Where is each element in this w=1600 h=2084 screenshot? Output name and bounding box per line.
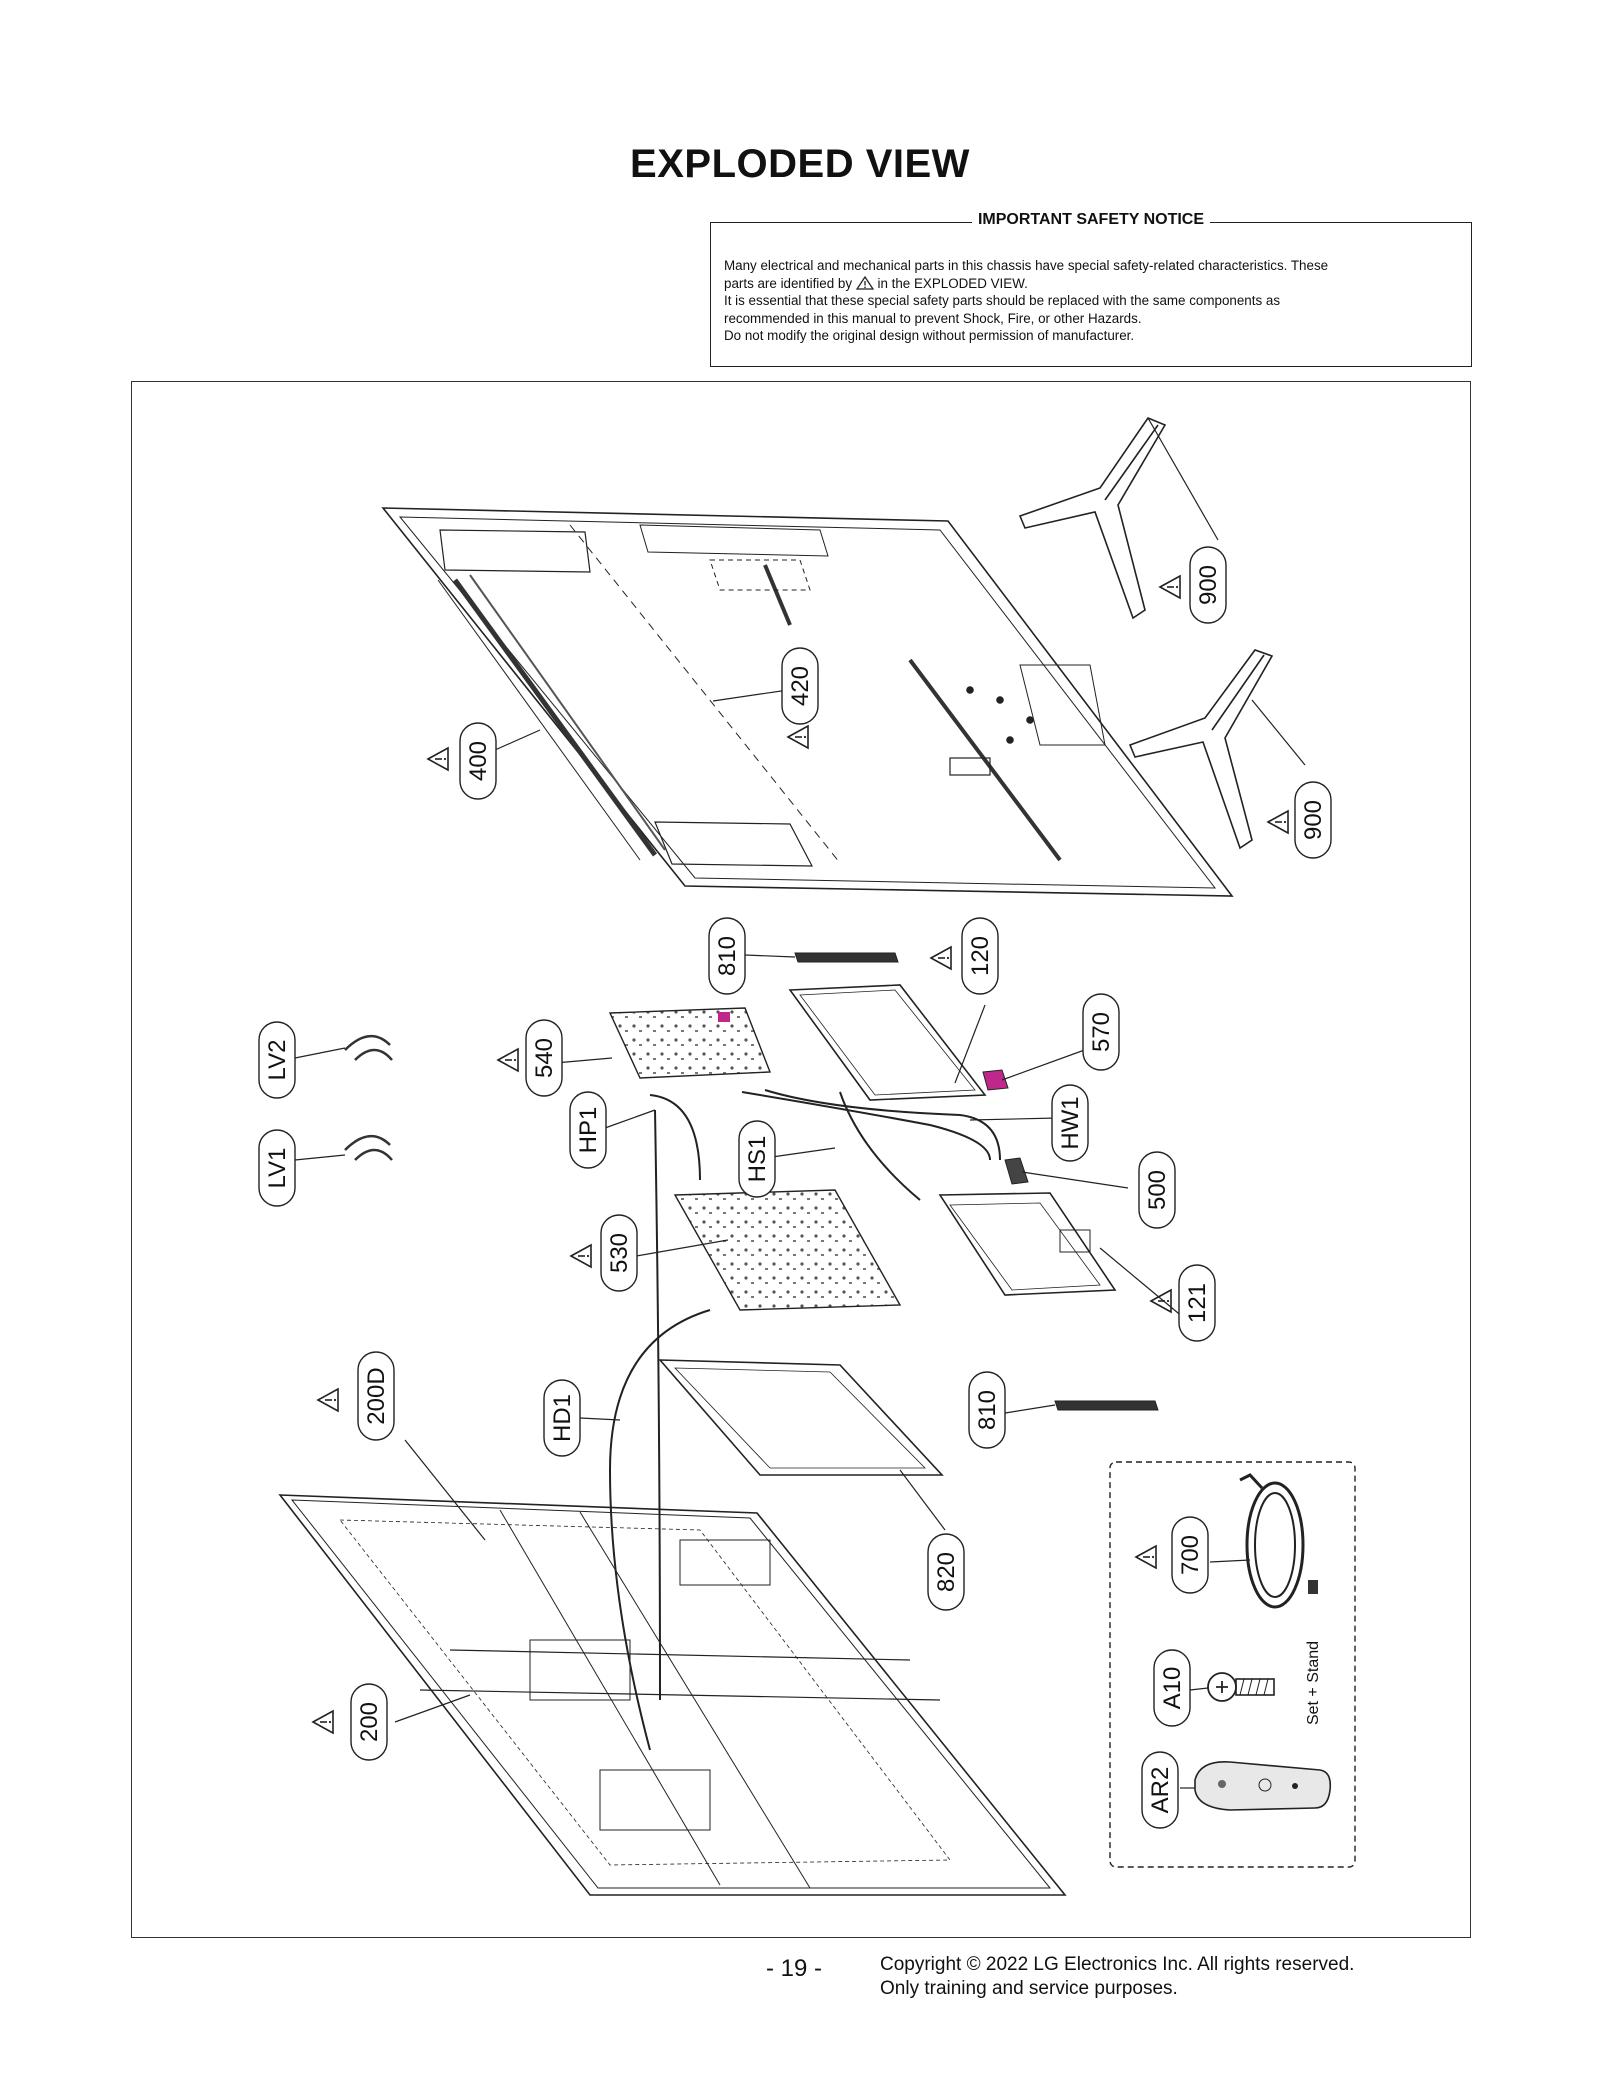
notice-heading: IMPORTANT SAFETY NOTICE: [971, 211, 1211, 228]
label-120: 120: [961, 917, 999, 995]
safety-markers: [312, 575, 1289, 1734]
harness-cables: [649, 1089, 1001, 1201]
remote-ar2: [1194, 1761, 1332, 1811]
svg-text:530: 530: [606, 1233, 633, 1273]
label-540: 540: [525, 1019, 563, 1097]
svg-text:AR2: AR2: [1147, 1767, 1174, 1814]
notice-line-2: parts are identified by in the EXPLODED …: [724, 275, 1458, 293]
svg-text:121: 121: [1184, 1283, 1211, 1323]
svg-text:810: 810: [714, 936, 741, 976]
warning-triangle-icon: [855, 275, 874, 290]
notice-body: Many electrical and mechanical parts in …: [724, 257, 1458, 345]
svg-text:900: 900: [1300, 800, 1327, 840]
screw-a10: [1207, 1672, 1275, 1702]
frame-121: [938, 1192, 1117, 1296]
svg-text:900: 900: [1195, 565, 1222, 605]
label-121: 121: [1178, 1264, 1216, 1342]
notice-line-2b: in the EXPLODED VIEW.: [877, 275, 1028, 291]
display-panel: [278, 1494, 1067, 1896]
svg-text:HP1: HP1: [575, 1107, 602, 1154]
label-hs1: HS1: [738, 1120, 776, 1198]
label-hd1: HD1: [543, 1379, 581, 1457]
svg-text:400: 400: [465, 741, 492, 781]
label-hp1: HP1: [569, 1091, 607, 1169]
notice-line-4: recommended in this manual to prevent Sh…: [724, 310, 1142, 326]
page-number: - 19 -: [766, 1955, 823, 1982]
label-900-upper: 900: [1189, 546, 1227, 624]
notice-line-5: Do not modify the original design withou…: [724, 328, 1135, 343]
svg-text:LV2: LV2: [264, 1040, 291, 1081]
label-500: 500: [1138, 1151, 1176, 1229]
label-hw1: HW1: [1051, 1084, 1089, 1162]
label-820: 820: [927, 1533, 965, 1611]
page-title: EXPLODED VIEW: [630, 142, 970, 186]
svg-text:570: 570: [1088, 1012, 1115, 1052]
svg-text:810: 810: [974, 1390, 1001, 1430]
stand-lower: [1128, 649, 1274, 850]
copyright-line-2: Only training and service purposes.: [880, 1978, 1178, 1999]
svg-text:820: 820: [933, 1552, 960, 1592]
label-lv1: LV1: [258, 1129, 296, 1207]
cable-lv2: [344, 1035, 393, 1061]
part-labels: 900 900 420 400 810 120 570 LV2: [258, 546, 1332, 1829]
svg-text:540: 540: [531, 1038, 558, 1078]
svg-text:A10: A10: [1159, 1667, 1186, 1710]
stand-upper: [1018, 417, 1167, 620]
safety-notice-box: IMPORTANT SAFETY NOTICE Many electrical …: [710, 211, 1472, 367]
notice-heading-wrap: IMPORTANT SAFETY NOTICE: [711, 211, 1471, 229]
label-810-lower: 810: [968, 1371, 1006, 1449]
svg-text:200: 200: [356, 1702, 383, 1742]
copyright-notice: Copyright © 2022 LG Electronics Inc. All…: [880, 1953, 1354, 2001]
label-a10: A10: [1153, 1649, 1191, 1727]
label-900-lower: 900: [1294, 781, 1332, 859]
accessory-box: [1109, 1461, 1356, 1868]
svg-text:HD1: HD1: [549, 1394, 576, 1442]
tcon-board-530: [673, 1189, 902, 1311]
svg-text:200D: 200D: [363, 1367, 390, 1424]
svg-text:500: 500: [1144, 1170, 1171, 1210]
cable-lv1: [344, 1135, 393, 1161]
back-cover: [381, 507, 1234, 897]
label-420: 420: [781, 647, 819, 725]
label-700: 700: [1171, 1516, 1209, 1594]
label-ar2: AR2: [1141, 1751, 1179, 1829]
label-200: 200: [350, 1683, 388, 1761]
diagram-frame: [131, 381, 1471, 1938]
leader-lines: [294, 417, 1306, 1789]
label-lv2: LV2: [258, 1021, 296, 1099]
label-530: 530: [600, 1214, 638, 1292]
label-810-upper: 810: [708, 917, 746, 995]
svg-text:Set + Stand: Set + Stand: [1305, 1641, 1322, 1725]
notice-line-2a: parts are identified by: [724, 275, 853, 291]
label-400: 400: [459, 722, 497, 800]
main-board-540: [608, 1007, 772, 1079]
power-board: [788, 984, 987, 1101]
shield-820: [658, 1359, 944, 1476]
notice-line-3: It is essential that these special safet…: [724, 293, 1281, 308]
label-set-stand: Set + Stand: [1305, 1641, 1322, 1725]
label-570: 570: [1082, 993, 1120, 1071]
svg-text:LV1: LV1: [264, 1148, 291, 1189]
label-200d: 200D: [357, 1351, 395, 1441]
speaker-lower: [1054, 1400, 1159, 1411]
speaker-upper: [794, 952, 899, 963]
svg-text:HS1: HS1: [744, 1136, 771, 1183]
svg-text:HW1: HW1: [1057, 1096, 1084, 1149]
svg-text:120: 120: [967, 936, 994, 976]
board-500: [1004, 1157, 1029, 1185]
copyright-line-1: Copyright © 2022 LG Electronics Inc. All…: [880, 1954, 1355, 1975]
notice-line-1: Many electrical and mechanical parts in …: [724, 258, 1329, 273]
svg-text:420: 420: [787, 666, 814, 706]
svg-text:700: 700: [1177, 1535, 1204, 1575]
board-570: [982, 1069, 1009, 1091]
